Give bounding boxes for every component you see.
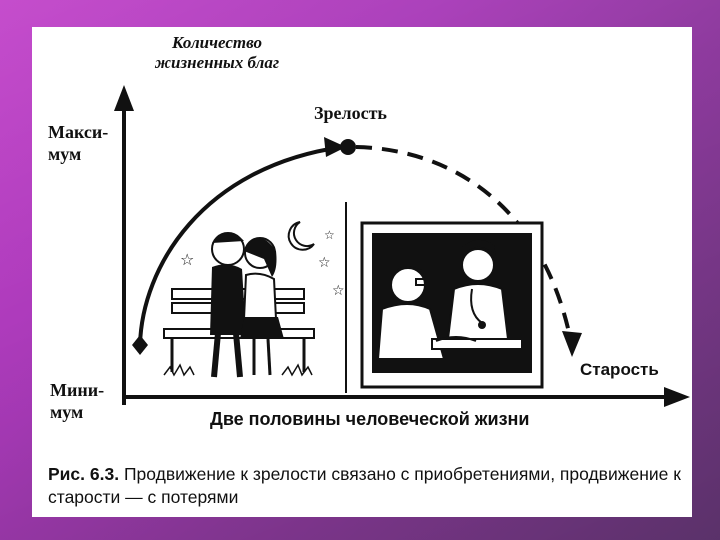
y-axis-title-line1: Количество [152, 33, 282, 53]
svg-text:☆: ☆ [180, 250, 194, 269]
y-max-label: Макси- мум [48, 121, 108, 165]
svg-text:☆: ☆ [318, 255, 331, 271]
figure-caption: Рис. 6.3. Продвижение к зрелости связано… [48, 463, 684, 509]
svg-text:☆: ☆ [324, 228, 335, 242]
maturity-label: Зрелость [314, 103, 387, 124]
life-curve-diagram: ☆ ☆ ☆ ☆ ☆ [32, 27, 692, 517]
couple-on-bench-icon: ☆ ☆ ☆ ☆ ☆ [164, 222, 345, 377]
figure-panel: ☆ ☆ ☆ ☆ ☆ [32, 27, 692, 517]
y-min-line2: мум [50, 401, 104, 423]
start-marker [132, 335, 148, 355]
x-axis-title: Две половины человеческой жизни [210, 409, 529, 430]
doctor-examining-elderly-patient-icon [362, 223, 542, 387]
y-axis-title-line2: жизненных благ [152, 53, 282, 73]
y-max-line1: Макси- [48, 121, 108, 143]
maturity-point [340, 139, 356, 155]
svg-text:☆: ☆ [332, 283, 345, 299]
y-min-line1: Мини- [50, 379, 104, 401]
caption-figure-number: Рис. 6.3. [48, 464, 119, 484]
caption-text: Продвижение к зрелости связано с приобре… [48, 464, 681, 507]
y-max-line2: мум [48, 143, 108, 165]
y-axis-title: Количество жизненных благ [152, 33, 282, 73]
old-age-label: Старость [580, 360, 659, 380]
declining-curve-arrow [562, 331, 582, 357]
x-axis-arrow [664, 387, 690, 407]
y-min-label: Мини- мум [50, 379, 104, 423]
y-axis-arrow [114, 85, 134, 111]
